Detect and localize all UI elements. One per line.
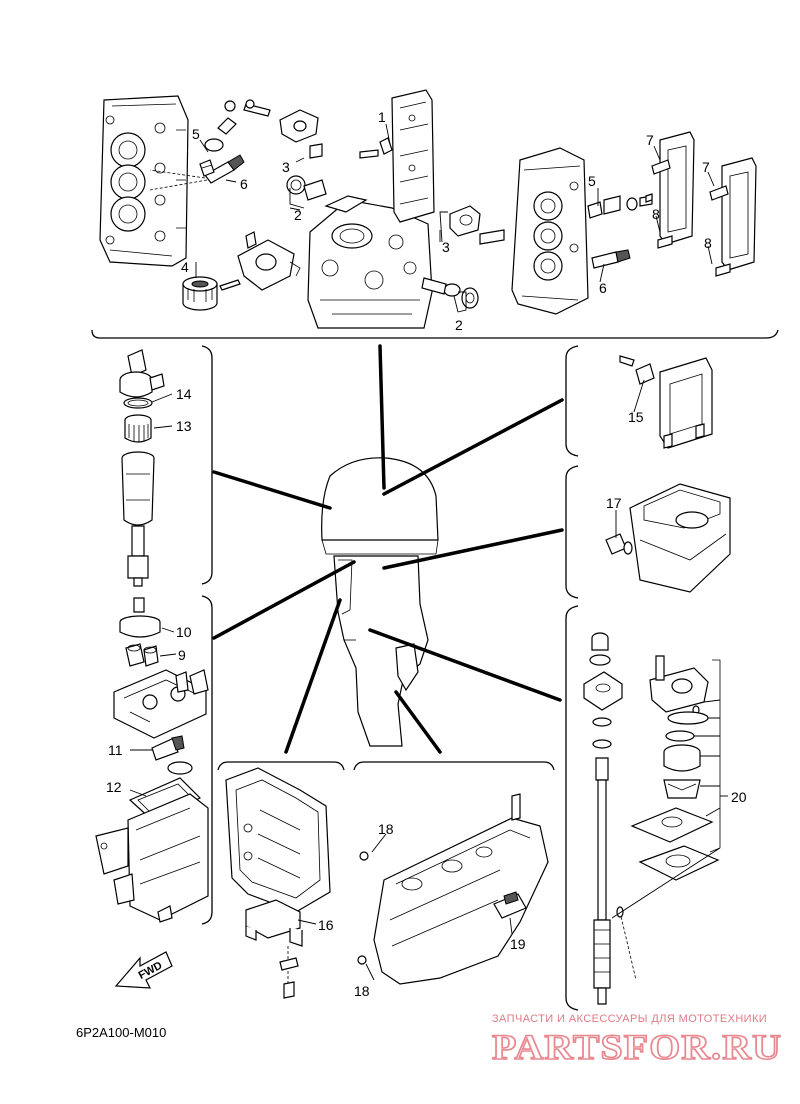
watermark-tagline: ЗАПЧАСТИ И АКСЕССУАРЫ ДЛЯ МОТОТЕХНИКИ <box>492 1013 767 1025</box>
callout-6a: 6 <box>240 176 248 192</box>
callout-labels: 1 2 2 3 3 4 5 5 6 6 7 7 8 8 9 10 11 12 1… <box>106 109 747 999</box>
right-brackets <box>565 345 579 1011</box>
callout-8b: 8 <box>704 235 712 251</box>
exhaust-plate-15 <box>619 355 713 449</box>
upper-casing <box>225 767 331 913</box>
anode-part-19 <box>493 891 527 919</box>
connector-lines <box>212 344 564 754</box>
head-cover <box>359 89 435 223</box>
spark-plug-right <box>591 249 631 269</box>
callout-leaders <box>129 123 728 981</box>
callout-20: 20 <box>731 789 747 805</box>
fwd-arrow-icon <box>114 951 173 989</box>
callout-2b: 2 <box>455 317 463 333</box>
intake-manifold <box>95 793 209 923</box>
oil-filter <box>182 276 241 311</box>
callout-15: 15 <box>628 409 644 425</box>
engine-block <box>307 195 433 329</box>
water-pump-kit-20 <box>630 655 721 881</box>
callout-7a: 7 <box>646 132 654 148</box>
cylinder-head-left <box>99 95 189 267</box>
cylinder-head-right <box>511 147 589 315</box>
watermark-brand: PARTSFOR.RU <box>492 1027 782 1067</box>
oil-pan-17 <box>605 483 731 593</box>
callout-8a: 8 <box>652 206 660 222</box>
bottom-frames <box>217 761 555 771</box>
top-frame <box>91 329 779 339</box>
throttle-body <box>113 669 209 739</box>
callout-17: 17 <box>606 495 622 511</box>
callout-3b: 3 <box>442 239 450 255</box>
mount-bracket-16 <box>245 899 303 999</box>
callout-5a: 5 <box>192 126 200 142</box>
callout-4: 4 <box>181 259 189 275</box>
callout-16: 16 <box>318 917 334 933</box>
left-brackets <box>201 345 213 925</box>
thermostat-cover-left <box>243 99 319 143</box>
drive-shaft-assembly <box>583 632 637 1005</box>
filter-bracket <box>237 231 301 291</box>
callout-5b: 5 <box>588 173 596 189</box>
callout-18a: 18 <box>378 821 394 837</box>
callout-1: 1 <box>378 109 386 125</box>
outboard-silhouette <box>321 457 439 747</box>
callout-14: 14 <box>176 386 192 402</box>
fuel-filter-assembly <box>119 349 165 587</box>
callout-6b: 6 <box>599 280 607 296</box>
watermark: ЗАПЧАСТИ И АКСЕССУАРЫ ДЛЯ МОТОТЕХНИКИ PA… <box>491 1013 782 1068</box>
valve-parts-left <box>204 100 237 152</box>
thermostat-left <box>286 143 327 201</box>
callout-19: 19 <box>510 936 526 952</box>
plug-cap-left <box>199 159 215 177</box>
exhaust-cover-a <box>645 131 695 249</box>
callout-9: 9 <box>178 647 186 663</box>
callout-3a: 3 <box>282 159 290 175</box>
callout-13: 13 <box>176 418 192 434</box>
spark-plug-left <box>149 154 245 191</box>
callout-7b: 7 <box>702 159 710 175</box>
lower-unit <box>357 793 549 985</box>
callout-11: 11 <box>108 742 123 758</box>
callout-10: 10 <box>176 624 192 640</box>
sensor-part-11 <box>151 735 185 761</box>
vapor-separator-top <box>119 597 161 667</box>
thermostat-right <box>421 205 505 309</box>
diagram-code: 6P2A100-M010 <box>76 1025 166 1040</box>
callout-2a: 2 <box>294 207 302 223</box>
fwd-label: FWD <box>137 960 165 982</box>
exhaust-cover-b <box>709 157 757 277</box>
callout-12: 12 <box>106 779 122 795</box>
callout-18b: 18 <box>354 983 370 999</box>
